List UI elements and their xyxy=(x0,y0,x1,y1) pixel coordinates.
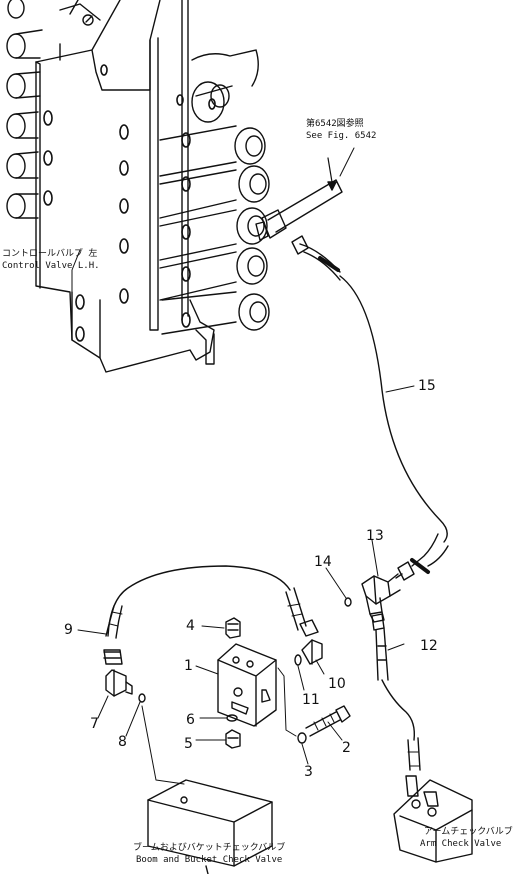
part-number-4: 4 xyxy=(186,618,195,634)
part-number-10: 10 xyxy=(328,676,346,692)
control-valve-label-en: Control Valve L.H. xyxy=(2,261,100,271)
part-number-9: 9 xyxy=(64,622,73,638)
control-valve-left-spools xyxy=(6,0,43,219)
part-number-6: 6 xyxy=(186,712,195,728)
bolt-2 xyxy=(305,705,351,737)
part-number-13: 13 xyxy=(366,528,384,544)
control-valve-lh xyxy=(6,0,270,373)
control-valve-right-spools xyxy=(159,49,270,365)
control-valve-block xyxy=(35,0,215,373)
plug-4 xyxy=(225,617,241,639)
part-number-7: 7 xyxy=(90,716,99,732)
part-number-12: 12 xyxy=(420,638,438,654)
part-number-15: 15 xyxy=(418,378,436,394)
see-fig-label-jp: 第6542図参照 xyxy=(306,117,364,129)
part-number-1: 1 xyxy=(184,658,193,674)
part-number-11: 11 xyxy=(302,692,320,708)
hose-15 xyxy=(291,235,449,581)
part-number-14: 14 xyxy=(314,554,332,570)
plug-5 xyxy=(225,729,241,749)
elbow-fitting-13 xyxy=(361,573,401,623)
control-valve-label-jp: コントロールバルブ 左 xyxy=(2,247,97,259)
fig-6542-pipe xyxy=(255,157,343,241)
elbow-fitting-7 xyxy=(105,669,133,697)
valve-block-1 xyxy=(217,643,277,727)
o-ring-11 xyxy=(294,654,302,666)
part-number-2: 2 xyxy=(342,740,351,756)
part-number-3: 3 xyxy=(304,764,313,780)
arm-check-label-jp: アームチェックバルブ xyxy=(424,825,513,837)
o-ring-14 xyxy=(344,597,352,607)
arm-check-valve xyxy=(393,775,473,863)
part-number-8: 8 xyxy=(118,734,127,750)
arm-check-label-en: Arm Check Valve xyxy=(420,839,501,849)
o-ring-6 xyxy=(226,714,238,722)
fitting-10 xyxy=(301,639,323,665)
boom-check-label-en: Boom and Bucket Check Valve xyxy=(136,855,282,865)
boom-bucket-check-valve xyxy=(147,779,273,874)
leader-lines xyxy=(71,147,415,785)
part-number-5: 5 xyxy=(184,736,193,752)
hose-12 xyxy=(371,613,421,771)
o-ring-8 xyxy=(138,693,146,703)
boom-check-label-jp: ブームおよびバケットチェックバルブ xyxy=(133,841,285,853)
see-fig-label-en: See Fig. 6542 xyxy=(306,131,376,141)
control-valve-ports xyxy=(43,64,216,342)
hose-9 xyxy=(103,565,319,665)
washer-3 xyxy=(297,732,307,744)
